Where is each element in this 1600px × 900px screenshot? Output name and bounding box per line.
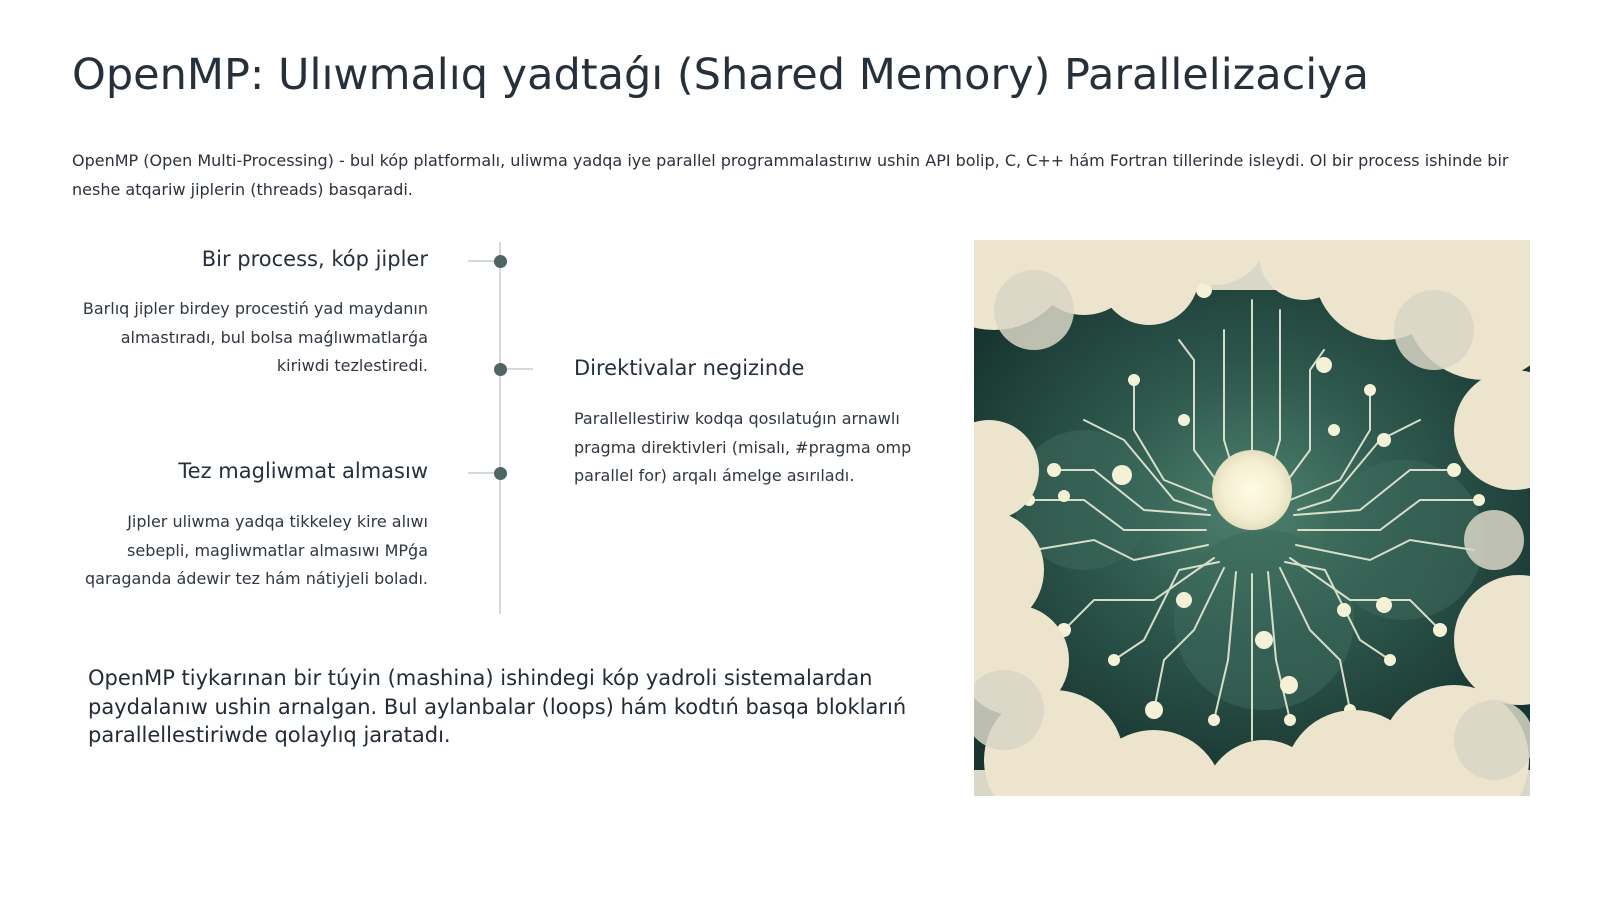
summary-paragraph: OpenMP tiykarınan bir túyin (mashina) is… xyxy=(88,666,907,747)
timeline-dot xyxy=(494,255,507,268)
timeline-item-description: Parallellestiriw kodqa qosılatuǵın arnaw… xyxy=(574,409,912,485)
timeline-dot xyxy=(494,363,507,376)
timeline-item-description: Jipler uliwma yadqa tikkeley kire alıwı … xyxy=(85,512,428,588)
timeline-connector xyxy=(468,260,501,262)
timeline-item-title: Tez magliwmat almasıw xyxy=(178,459,428,483)
slide-title: OpenMP: Ulıwmalıq yadtaǵı (Shared Memory… xyxy=(72,50,1369,100)
intro-paragraph: OpenMP (Open Multi-Processing) - bul kóp… xyxy=(72,151,1509,199)
timeline-item-description: Barlıq jipler birdey procestiń yad mayda… xyxy=(82,299,428,375)
circuit-network-illustration xyxy=(974,240,1530,796)
timeline-dot xyxy=(494,467,507,480)
timeline-item-title: Direktivalar negizinde xyxy=(574,356,805,380)
timeline-axis xyxy=(499,242,501,614)
timeline-connector xyxy=(468,472,501,474)
timeline-item-title: Bir process, kóp jipler xyxy=(201,247,428,271)
timeline-connector xyxy=(500,368,533,370)
